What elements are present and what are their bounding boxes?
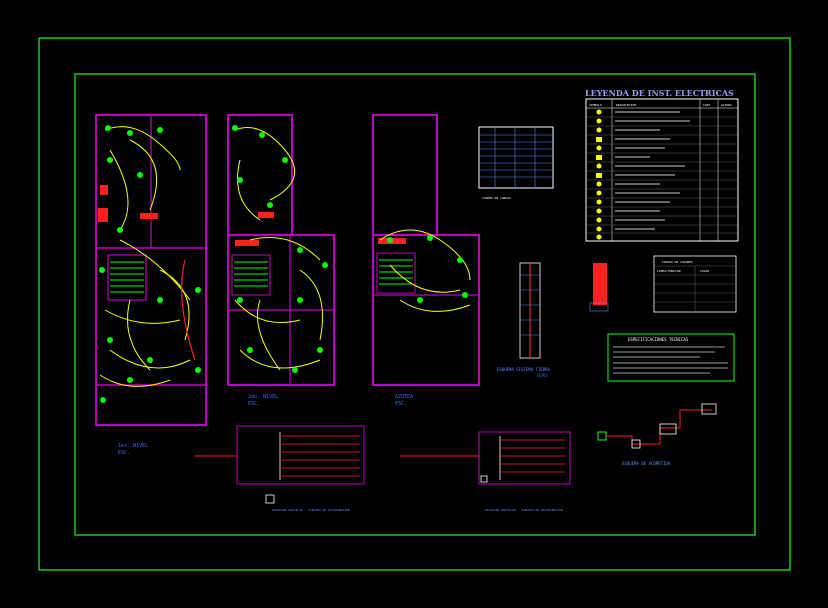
connection-diagram: ESQUEMA DE ACOMETIDA xyxy=(597,403,717,466)
red-detail xyxy=(589,263,609,312)
legend-header-cant: CANT xyxy=(703,103,710,107)
legend-header-simbolo: SIMBOLO xyxy=(589,103,602,107)
color-code-header-use: LINEA/FUNCION xyxy=(657,269,681,273)
legend-panel: LEYENDA DE INST. ELECTRICAS SIMBOLO DESC… xyxy=(585,88,739,242)
grounding-riser: ESQUEMA SISTEMA TIERRA (S/E) xyxy=(497,262,551,378)
color-code-header-color: COLOR xyxy=(700,269,709,273)
connection-title: ESQUEMA DE ACOMETIDA xyxy=(622,461,671,466)
color-code-table: CODIGO DE COLORES LINEA/FUNCION COLOR xyxy=(653,255,737,313)
riser-scale: (S/E) xyxy=(536,373,548,378)
color-code-title: CODIGO DE COLORES xyxy=(662,260,693,264)
load-table-caption: CUADRO DE CARGAS xyxy=(482,196,511,200)
inner-frame xyxy=(74,73,756,536)
outer-frame xyxy=(38,37,791,571)
single-line-diagram-2: DIAGRAMA UNIFILAR - TABLERO DE DISTRIBUC… xyxy=(400,431,571,512)
single-line-diagram-1: DIAGRAMA UNIFILAR - TABLERO DE DISTRIBUC… xyxy=(195,425,365,512)
specifications-notes: ESPECIFICACIONES TECNICAS xyxy=(607,333,735,382)
diagram2-title: DIAGRAMA UNIFILAR - TABLERO DE DISTRIBUC… xyxy=(485,508,563,512)
load-table: CUADRO DE CARGAS xyxy=(478,126,554,200)
floor-plan-3: AZOTEA ESC. xyxy=(372,114,480,407)
plan1-subtitle: ESC. xyxy=(118,450,130,456)
legend-header-altura: ALTURA xyxy=(721,103,732,107)
notes-title: ESPECIFICACIONES TECNICAS xyxy=(628,337,689,342)
plan2-title: 2do. NIVEL xyxy=(248,394,278,400)
legend-header-descripcion: DESCRIPCION xyxy=(616,103,636,107)
plan1-title: 1er. NIVEL xyxy=(118,443,148,449)
legend-title: LEYENDA DE INST. ELECTRICAS xyxy=(585,88,734,98)
floor-plan-2: 2do. NIVEL ESC. xyxy=(227,114,335,407)
diagram1-title: DIAGRAMA UNIFILAR - TABLERO DE DISTRIBUC… xyxy=(272,508,350,512)
floor-plan-1: 1er. NIVEL ESC. xyxy=(95,114,207,456)
riser-title: ESQUEMA SISTEMA TIERRA xyxy=(497,367,551,372)
plan3-title: AZOTEA xyxy=(395,394,413,400)
plan3-subtitle: ESC. xyxy=(395,401,407,407)
plan2-subtitle: ESC. xyxy=(248,401,260,407)
